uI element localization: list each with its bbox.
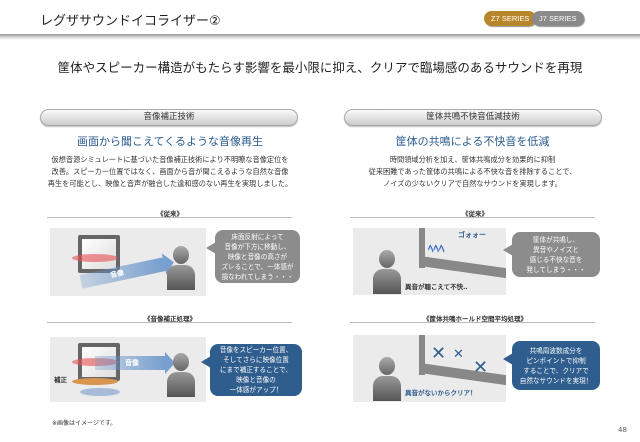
right-section-pill: 筐体共鳴不快音低減技術 bbox=[344, 109, 602, 126]
paragraph-line: ノイズの少ないクリアで自然なサウンドを実現します。 bbox=[383, 179, 562, 188]
caption: 異音が聴こえて不快‥ bbox=[405, 283, 468, 291]
right-after-illustration: ✕ ✕ ✕ 異音がないからクリア！ bbox=[353, 335, 506, 402]
divider bbox=[350, 217, 595, 218]
left-after-illustration: 補正 音像 bbox=[50, 337, 206, 402]
left-before-illustration: 音像 bbox=[50, 228, 206, 296]
subtitle: 筐体やスピーカー構造がもたらす影響を最小限に抑え、クリアで臨場感のあるサウンドを… bbox=[57, 60, 583, 75]
sound-image-arrow: 音像 bbox=[95, 352, 175, 374]
right-before-bubble: 筐体が共鳴し、異音やノイズと感じる不快な音を発してしまう・・・ bbox=[503, 232, 600, 277]
badge-j7-series: J7 SERIES bbox=[532, 11, 584, 26]
left-paragraph: 仮想音源シミュレートに基づいた音像補正技術により不明瞭な音像定位を 改善。スピー… bbox=[30, 154, 310, 190]
paragraph-line: 従来困難であった筐体の共鳴による不快な音を排除することで、 bbox=[368, 167, 577, 176]
paragraph-line: 仮想音源シミュレートに基づいた音像補正技術により不明瞭な音像定位を bbox=[51, 155, 289, 164]
left-heading: 画面から聞こえてくるような音像再生 bbox=[77, 135, 263, 148]
tv-stand bbox=[419, 362, 506, 386]
badge-z7-series: Z7 SERIES bbox=[484, 11, 537, 26]
noise-text: ゴォォー bbox=[458, 231, 486, 239]
left-section-pill: 音像補正技術 bbox=[40, 109, 298, 126]
page-number: 48 bbox=[618, 426, 627, 434]
header-divider bbox=[0, 34, 640, 40]
tv-stand bbox=[419, 255, 506, 279]
caption: 異音がないからクリア！ bbox=[405, 389, 477, 397]
correction-label: 補正 bbox=[54, 376, 67, 384]
divider bbox=[47, 217, 292, 218]
paragraph-line: 再生を可能とし、映像と音声が融合した違和感のない再生を実現しました。 bbox=[47, 179, 293, 188]
noise-wave-icon: ﾍﾍﾍ bbox=[428, 242, 445, 255]
speaker-disc bbox=[72, 378, 118, 385]
right-after-bubble: 共鳴周波数成分をピンポイントで抑制することで、クリアで自然なサウンドを実現！ bbox=[503, 341, 600, 390]
sound-image-disc bbox=[72, 254, 118, 262]
listener-icon bbox=[167, 246, 195, 290]
listener-icon bbox=[373, 357, 401, 401]
right-after-label: 《筐体共鳴ホールド空間平均処理》 bbox=[423, 315, 527, 323]
left-before-label: 《従来》 bbox=[157, 210, 183, 218]
footnote: ※画像はイメージです。 bbox=[52, 420, 117, 427]
right-heading: 筐体の共鳴による不快音を低減 bbox=[395, 135, 550, 148]
right-before-label: 《従来》 bbox=[462, 210, 488, 218]
listener-icon bbox=[373, 250, 401, 294]
right-before-illustration: ﾍﾍﾍ ゴォォー 異音が聴こえて不快‥ bbox=[353, 228, 506, 295]
divider bbox=[350, 322, 595, 323]
cross-icon: ✕ bbox=[453, 347, 464, 362]
tv-back bbox=[419, 228, 425, 268]
cross-icon: ✕ bbox=[431, 343, 447, 364]
floor-disc bbox=[80, 388, 120, 396]
left-before-bubble: 床面反射によって音像が下方に移動し、映像と音像の高さがズレることで、一体感が損な… bbox=[206, 230, 300, 283]
paragraph-line: 改善。スピーカー位置ではなく、画面から音が聞こえるような自然な音像 bbox=[51, 167, 289, 176]
right-paragraph: 時間領域分析を加え、筐体共鳴成分を効果的に抑制 従来困難であった筐体の共鳴による… bbox=[330, 154, 615, 190]
listener-icon bbox=[167, 353, 195, 397]
tv-back bbox=[419, 335, 425, 375]
left-after-bubble: 音像をスピーカー位置、そしてさらに映像位置にまで補正することで、映像と音像の一体… bbox=[201, 344, 302, 396]
left-after-label: 《音像補正処理》 bbox=[144, 315, 196, 323]
divider bbox=[47, 322, 292, 323]
paragraph-line: 時間領域分析を加え、筐体共鳴成分を効果的に抑制 bbox=[389, 155, 556, 164]
cross-icon: ✕ bbox=[473, 357, 489, 378]
page-title: レグザサウンドイコライザー② bbox=[40, 14, 221, 29]
